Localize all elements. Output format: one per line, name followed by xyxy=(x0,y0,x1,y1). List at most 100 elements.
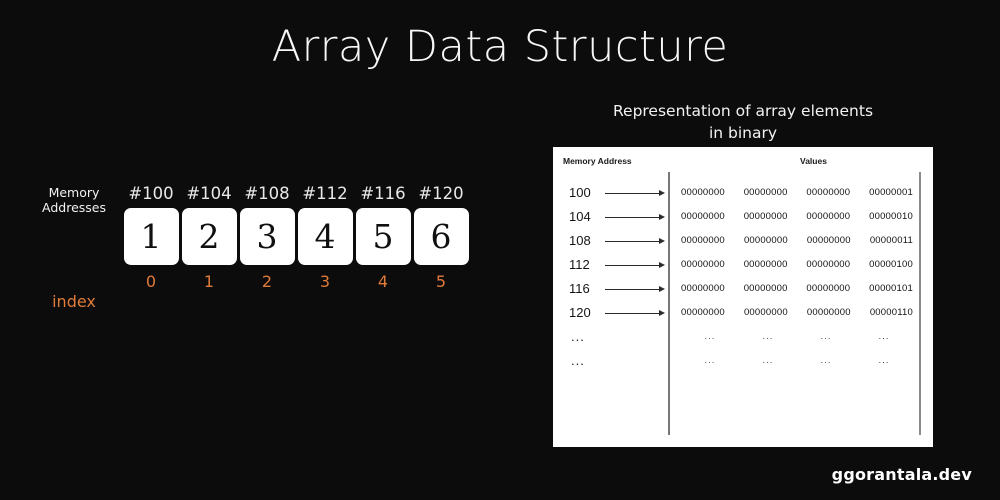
byte-2: 00000000 xyxy=(743,259,788,270)
table-row-ellipsis: ... ... ... ... ... xyxy=(553,349,933,373)
cell-index: 4 xyxy=(377,272,389,291)
row-binary-value: 00000000 00000000 00000000 00000110 xyxy=(681,301,913,325)
cell-address: #120 xyxy=(418,184,464,203)
byte-4: 00000010 xyxy=(869,211,913,222)
memory-addresses-label-line1: Memory xyxy=(48,185,100,200)
array-cell-5[interactable]: #120 6 5 xyxy=(412,180,470,295)
byte-1: ... xyxy=(704,331,716,342)
row-binary-value: 00000000 00000000 00000000 00000101 xyxy=(681,277,913,301)
table-row-ellipsis: ... ... ... ... ... xyxy=(553,325,933,349)
arrow-icon xyxy=(605,261,665,268)
cell-index: 3 xyxy=(319,272,331,291)
byte-4: ... xyxy=(878,331,890,342)
array-cell-2[interactable]: #108 3 2 xyxy=(238,180,296,295)
column-header-values: Values xyxy=(800,156,827,166)
cell-value-box[interactable]: 1 xyxy=(123,208,179,265)
arrow-icon xyxy=(605,189,665,196)
cell-address: #100 xyxy=(128,184,174,203)
arrow-icon xyxy=(605,237,665,244)
byte-3: 00000000 xyxy=(806,283,851,294)
byte-1: 00000000 xyxy=(681,307,725,318)
byte-2: 00000000 xyxy=(743,187,788,198)
cell-value-box[interactable]: 6 xyxy=(413,208,469,265)
row-address: 120 xyxy=(569,305,591,320)
row-address: 108 xyxy=(569,233,591,248)
table-row: 108 00000000 00000000 00000000 00000011 xyxy=(553,229,933,253)
byte-2: 00000000 xyxy=(743,211,788,222)
array-cell-3[interactable]: #112 4 3 xyxy=(296,180,354,295)
byte-2: ... xyxy=(762,355,774,366)
array-diagram: Memory Addresses index #100 1 0 #104 2 1… xyxy=(0,180,500,325)
byte-3: 00000000 xyxy=(806,307,851,318)
binary-title-line2: in binary xyxy=(708,124,778,142)
row-binary-value: 00000000 00000000 00000000 00000001 xyxy=(681,181,913,205)
binary-rows: 100 00000000 00000000 00000000 00000001 … xyxy=(553,181,933,373)
cell-address: #108 xyxy=(244,184,290,203)
row-binary-value: ... ... ... ... xyxy=(681,325,913,349)
cell-value-box[interactable]: 5 xyxy=(355,208,411,265)
byte-4: 00000001 xyxy=(869,187,913,198)
array-cell-0[interactable]: #100 1 0 xyxy=(122,180,180,295)
byte-4: 00000101 xyxy=(869,283,913,294)
row-binary-value: 00000000 00000000 00000000 00000011 xyxy=(681,229,913,253)
byte-2: 00000000 xyxy=(743,307,788,318)
page-title: Array Data Structure xyxy=(271,22,729,72)
row-address: ... xyxy=(571,329,585,344)
arrow-icon xyxy=(605,285,665,292)
row-address: ... xyxy=(571,353,585,368)
table-row: 116 00000000 00000000 00000000 00000101 xyxy=(553,277,933,301)
byte-1: 00000000 xyxy=(681,187,725,198)
cell-address: #112 xyxy=(302,184,348,203)
arrow-icon xyxy=(605,213,665,220)
byte-4: 00000100 xyxy=(869,259,913,270)
byte-2: ... xyxy=(762,331,774,342)
cell-index: 1 xyxy=(203,272,215,291)
row-address: 104 xyxy=(569,209,591,224)
memory-addresses-label: Memory Addresses xyxy=(28,185,120,215)
binary-representation-panel: Memory Address Values 100 00000000 00000… xyxy=(553,147,933,447)
byte-3: 00000000 xyxy=(806,187,851,198)
cell-address: #116 xyxy=(360,184,406,203)
arrow-icon xyxy=(605,309,665,316)
byte-2: 00000000 xyxy=(743,235,788,246)
cell-index: 0 xyxy=(145,272,157,291)
byte-1: 00000000 xyxy=(681,211,725,222)
array-cell-4[interactable]: #116 5 4 xyxy=(354,180,412,295)
cell-value-box[interactable]: 3 xyxy=(239,208,295,265)
table-row: 120 00000000 00000000 00000000 00000110 xyxy=(553,301,933,325)
row-address: 112 xyxy=(569,257,590,272)
brand-watermark: ggorantala.dev xyxy=(831,465,972,484)
byte-3: 00000000 xyxy=(806,235,851,246)
byte-3: ... xyxy=(820,355,832,366)
byte-3: 00000000 xyxy=(806,259,851,270)
byte-1: 00000000 xyxy=(681,283,725,294)
byte-3: 00000000 xyxy=(806,211,851,222)
cell-value-box[interactable]: 2 xyxy=(181,208,237,265)
memory-addresses-label-line2: Addresses xyxy=(42,200,106,215)
byte-4: 00000011 xyxy=(869,235,913,246)
row-address: 116 xyxy=(569,281,590,296)
byte-1: 00000000 xyxy=(681,259,725,270)
byte-4: 00000110 xyxy=(869,307,913,318)
table-row: 112 00000000 00000000 00000000 00000100 xyxy=(553,253,933,277)
array-cell-1[interactable]: #104 2 1 xyxy=(180,180,238,295)
panel-divider-right xyxy=(919,172,921,435)
table-row: 104 00000000 00000000 00000000 00000010 xyxy=(553,205,933,229)
cell-address: #104 xyxy=(186,184,232,203)
row-binary-value: 00000000 00000000 00000000 00000010 xyxy=(681,205,913,229)
panel-divider-left xyxy=(668,172,670,435)
byte-1: ... xyxy=(704,355,716,366)
array-cells: #100 1 0 #104 2 1 #108 3 2 #112 4 3 #116… xyxy=(122,180,470,295)
row-binary-value: ... ... ... ... xyxy=(681,349,913,373)
table-row: 100 00000000 00000000 00000000 00000001 xyxy=(553,181,933,205)
cell-index: 2 xyxy=(261,272,273,291)
byte-4: ... xyxy=(878,355,890,366)
binary-title-line1: Representation of array elements xyxy=(612,102,874,120)
index-label: index xyxy=(52,292,96,311)
cell-value-box[interactable]: 4 xyxy=(297,208,353,265)
byte-3: ... xyxy=(820,331,832,342)
row-binary-value: 00000000 00000000 00000000 00000100 xyxy=(681,253,913,277)
row-address: 100 xyxy=(569,185,591,200)
cell-index: 5 xyxy=(435,272,447,291)
binary-representation-title: Representation of array elements in bina… xyxy=(553,100,933,144)
